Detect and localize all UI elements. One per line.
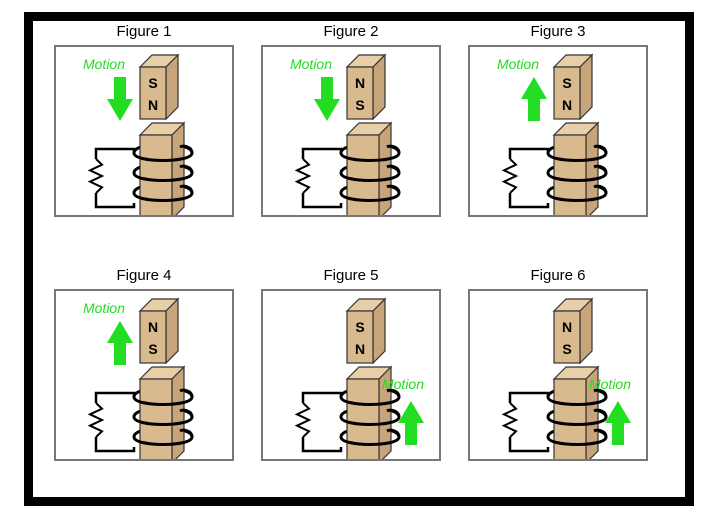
magnet-bottom-pole: N <box>562 97 572 113</box>
magnet-bottom-pole: S <box>148 341 157 357</box>
motion-label: Motion <box>497 56 539 72</box>
coil-assembly <box>87 365 194 459</box>
magnet-bottom-pole: N <box>148 97 158 113</box>
coil-turn <box>339 428 401 446</box>
magnet-top-pole: S <box>355 319 364 335</box>
coil-assembly <box>294 121 401 215</box>
magnet-top-pole: N <box>562 319 572 335</box>
motion-arrow <box>107 321 133 365</box>
lead-wire <box>301 391 343 403</box>
lead-wire <box>508 147 550 159</box>
figure-5-label: Figure 5 <box>323 267 379 284</box>
motion-label: Motion <box>83 300 125 316</box>
coil-assembly <box>501 365 608 459</box>
coil-assembly <box>87 121 194 215</box>
resistor <box>501 158 519 194</box>
figure-3-label: Figure 3 <box>530 23 586 40</box>
coil-turn <box>132 184 194 202</box>
bar-magnet: SN <box>552 53 594 121</box>
coil-turn <box>339 388 401 406</box>
figure-2-label: Figure 2 <box>323 23 379 40</box>
figure-4-drawing: NS Motion <box>83 297 194 459</box>
coil-turn <box>546 144 608 162</box>
lead-wire <box>508 193 550 209</box>
lead-wire <box>301 147 343 159</box>
coil-assembly <box>501 121 608 215</box>
figure-5-drawing: SN Motion <box>294 297 424 459</box>
coil-turn <box>546 164 608 182</box>
figure-6-drawing: NS Motion <box>501 297 631 459</box>
resistor <box>87 402 105 438</box>
motion-arrow <box>521 77 547 121</box>
magnet-bottom-pole: S <box>562 341 571 357</box>
coil-turn <box>546 408 608 426</box>
figure-3-drawing: SN Motion <box>497 53 608 215</box>
coil-turn <box>132 164 194 182</box>
coil-turn <box>546 428 608 446</box>
figure-1-label: Figure 1 <box>116 23 172 40</box>
bar-magnet: SN <box>345 297 387 365</box>
lead-wire <box>94 391 136 403</box>
lead-wire <box>508 437 550 453</box>
motion-arrow <box>605 401 631 445</box>
figure-6-label: Figure 6 <box>530 267 586 284</box>
coil-turn <box>132 428 194 446</box>
magnet-bottom-pole: S <box>355 97 364 113</box>
resistor <box>294 158 312 194</box>
resistor <box>294 402 312 438</box>
magnet-bottom-pole: N <box>355 341 365 357</box>
motion-arrow <box>398 401 424 445</box>
coil-turn <box>132 408 194 426</box>
figure-2-drawing: NS Motion <box>290 53 401 215</box>
bar-magnet: NS <box>138 297 180 365</box>
motion-label: Motion <box>382 376 424 392</box>
coil-turn <box>339 408 401 426</box>
motion-label: Motion <box>290 56 332 72</box>
coil-turn <box>546 184 608 202</box>
motion-label: Motion <box>589 376 631 392</box>
iron-core <box>138 121 186 215</box>
magnet-top-pole: N <box>355 75 365 91</box>
coil-turn <box>546 388 608 406</box>
coil-turn <box>132 144 194 162</box>
resistor <box>87 158 105 194</box>
magnet-top-pole: S <box>562 75 571 91</box>
motion-label: Motion <box>83 56 125 72</box>
lead-wire <box>94 147 136 159</box>
lead-wire <box>94 437 136 453</box>
coil-turn <box>339 184 401 202</box>
motion-arrow <box>314 77 340 121</box>
magnet-top-pole: N <box>148 319 158 335</box>
lead-wire <box>301 193 343 209</box>
lead-wire <box>301 437 343 453</box>
coil-turn <box>339 144 401 162</box>
bar-magnet: NS <box>345 53 387 121</box>
coil-turn <box>132 388 194 406</box>
coil-assembly <box>294 365 401 459</box>
motion-arrow <box>107 77 133 121</box>
bar-magnet: NS <box>552 297 594 365</box>
figure-1-drawing: SN Motion <box>83 53 194 215</box>
figure-4-label: Figure 4 <box>116 267 172 284</box>
lead-wire <box>94 193 136 209</box>
resistor <box>501 402 519 438</box>
lead-wire <box>508 391 550 403</box>
bar-magnet: SN <box>138 53 180 121</box>
magnet-top-pole: S <box>148 75 157 91</box>
coil-turn <box>339 164 401 182</box>
